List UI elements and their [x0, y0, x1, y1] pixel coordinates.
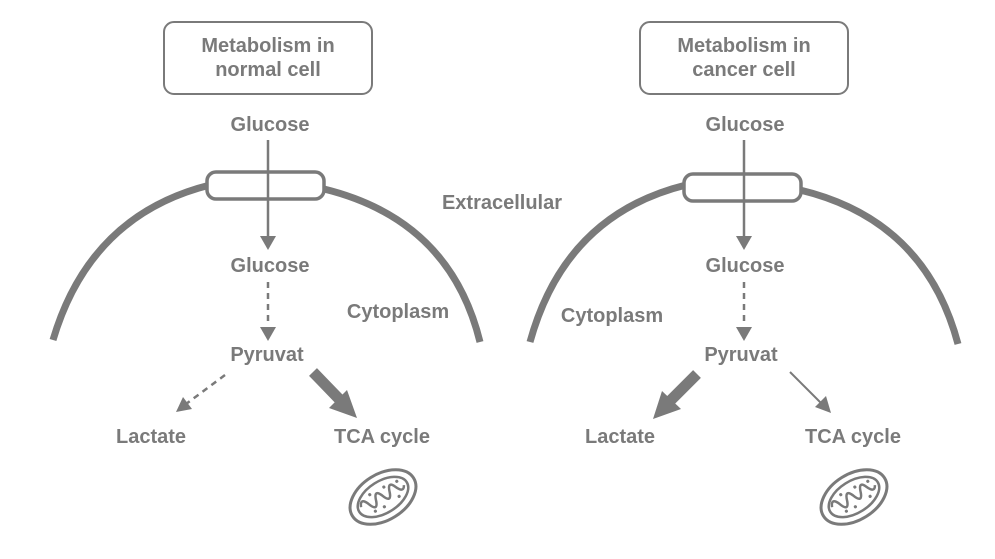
title-cancer-line1: Metabolism in: [677, 35, 810, 57]
arrowhead-glycolysis-cancer: [736, 327, 752, 341]
pyruvate-normal: Pyruvat: [230, 344, 304, 366]
arrowhead-glucose-normal: [260, 236, 276, 250]
panel-normal: Metabolism in normal cell Glucose Glucos…: [49, 21, 484, 538]
panel-cancer: Metabolism in cancer cell Glucose Glucos…: [526, 21, 962, 538]
arrow-lactate-normal: [185, 373, 226, 406]
cell-membrane-normal: [49, 181, 484, 343]
arrowhead-tca-cancer: [815, 396, 831, 413]
cytoplasm-label-normal: Cytoplasm: [347, 301, 449, 323]
tca-normal: TCA cycle: [334, 426, 430, 448]
lactate-cancer: Lactate: [585, 426, 655, 448]
glucose-inside-cancer: Glucose: [706, 255, 785, 277]
arrowhead-lactate-normal: [176, 397, 192, 412]
arrow-lactate-cancer: [664, 370, 701, 407]
title-normal-line1: Metabolism in: [201, 35, 334, 57]
title-box-cancer: [639, 21, 849, 95]
arrowhead-glycolysis-normal: [260, 327, 276, 341]
title-cancer-line2: cancer cell: [692, 59, 795, 81]
glucose-outside-normal: Glucose: [231, 114, 310, 136]
lactate-normal: Lactate: [116, 426, 186, 448]
transporter-icon: [682, 172, 803, 203]
cell-membrane-cancer: [526, 181, 962, 345]
glucose-inside-normal: Glucose: [231, 255, 310, 277]
mitochondrion-icon: [809, 456, 899, 538]
glucose-outside-cancer: Glucose: [706, 114, 785, 136]
extracellular-label: Extracellular: [442, 192, 562, 214]
pyruvate-cancer: Pyruvat: [704, 344, 778, 366]
arrowhead-tca-normal: [329, 390, 357, 418]
arrow-tca-cancer: [789, 371, 823, 405]
arrowhead-glucose-cancer: [736, 236, 752, 250]
mitochondrion-icon: [338, 456, 428, 538]
cytoplasm-label-cancer: Cytoplasm: [561, 305, 663, 327]
title-box-normal: [163, 21, 373, 95]
arrowhead-lactate-cancer: [653, 391, 681, 419]
tca-cancer: TCA cycle: [805, 426, 901, 448]
arrow-tca-normal: [309, 368, 346, 406]
title-normal-line2: normal cell: [215, 59, 321, 81]
transporter-icon: [205, 170, 326, 201]
